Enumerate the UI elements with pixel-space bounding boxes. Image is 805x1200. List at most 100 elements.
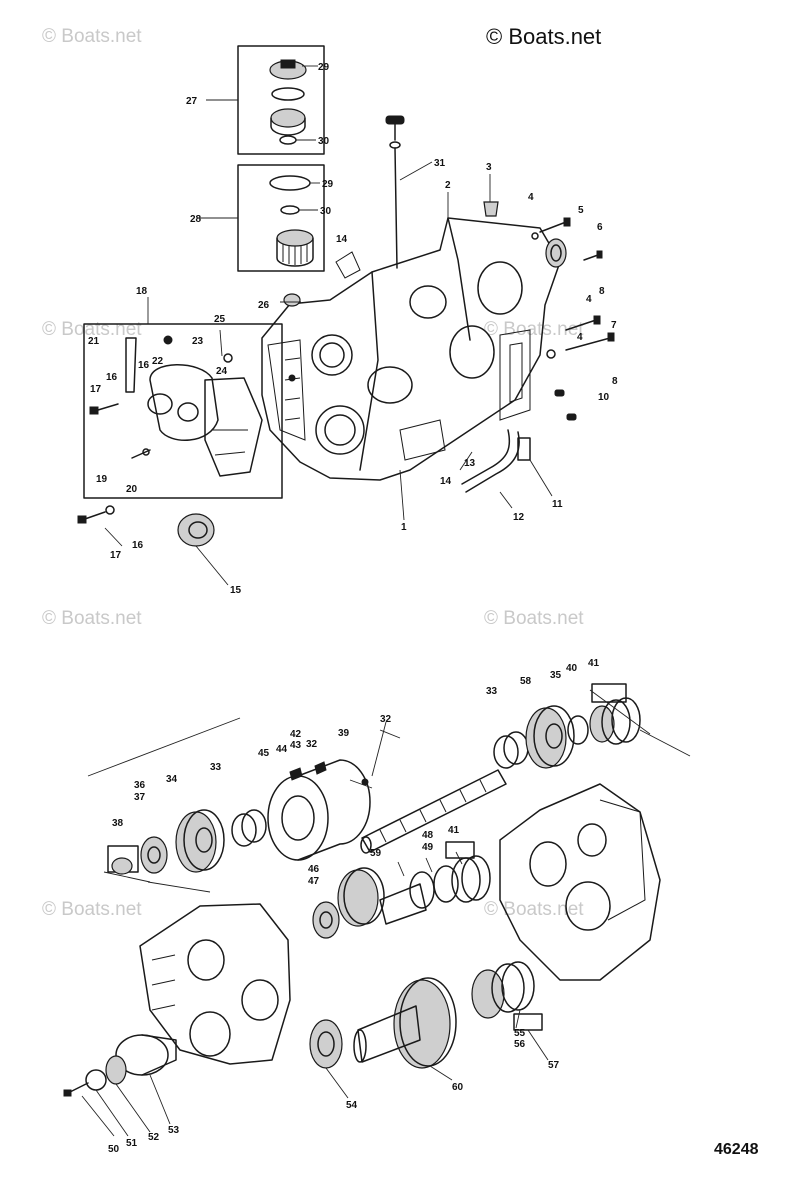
callout-label: 30 <box>318 136 330 147</box>
callout-label: 19 <box>96 474 108 485</box>
gasket-plate <box>335 251 361 279</box>
callout-label: 34 <box>166 774 178 785</box>
callout-label: 54 <box>346 1100 358 1111</box>
callout-label: 28 <box>190 214 202 225</box>
callout-label: 44 <box>276 744 288 755</box>
callout-label: 16 <box>138 360 150 371</box>
pump-assembly-inset <box>77 323 283 524</box>
callout-label: 48 <box>422 830 434 841</box>
callout-label: 11 <box>552 499 563 510</box>
input-shaft <box>360 769 507 854</box>
callout-label: 43 <box>290 740 302 751</box>
reverse-gear-set <box>493 683 641 769</box>
callout-label: 40 <box>566 663 578 674</box>
callout-label: 25 <box>214 314 226 325</box>
callout-label: 39 <box>338 728 350 739</box>
callout-label: 59 <box>370 848 382 859</box>
callout-label: 27 <box>186 96 198 107</box>
callout-label: 55 <box>514 1028 526 1039</box>
watermark: © Boats.net <box>484 608 584 629</box>
callout-label: 60 <box>452 1082 464 1093</box>
callout-label: 53 <box>168 1125 180 1136</box>
callout-label: 42 <box>290 729 302 740</box>
callout-label: 2 <box>445 180 451 191</box>
callout-label: 18 <box>136 286 148 297</box>
countershaft-gear-set <box>312 841 491 939</box>
watermark: © Boats.net <box>484 899 584 920</box>
output-gear-set <box>309 961 543 1069</box>
callout-label: 32 <box>306 739 318 750</box>
callout-label: 50 <box>108 1144 120 1155</box>
callout-label: 32 <box>380 714 392 725</box>
callout-label: 52 <box>148 1132 160 1143</box>
watermark: © Boats.net <box>42 608 142 629</box>
callout-label: 14 <box>336 234 348 245</box>
callout-label: 8 <box>599 286 605 297</box>
callout-label: 7 <box>611 320 617 331</box>
callout-label: 29 <box>318 62 330 73</box>
callout-label: 31 <box>434 158 446 169</box>
watermark: © Boats.net <box>484 319 584 340</box>
callout-label: 45 <box>258 748 270 759</box>
callout-label: 16 <box>132 540 144 551</box>
dipstick <box>385 115 405 269</box>
breather-plug <box>483 201 499 217</box>
callout-label: 20 <box>126 484 138 495</box>
filter-element-inset <box>237 164 325 272</box>
watermark: © Boats.net <box>42 26 142 47</box>
callout-label: 36 <box>134 780 146 791</box>
callout-label: 24 <box>216 366 228 377</box>
transmission-housing <box>261 217 561 481</box>
filter-cap-inset <box>237 45 325 155</box>
callout-label: 4 <box>528 192 534 203</box>
forward-gear-set <box>107 809 267 875</box>
callout-label: 49 <box>422 842 434 853</box>
plug <box>283 293 301 307</box>
callout-label: 38 <box>112 818 124 829</box>
callout-label: 10 <box>598 392 610 403</box>
callout-numbers: 1 2 3 4 4 4 5 6 7 8 8 10 11 12 13 14 14 … <box>88 62 618 1155</box>
callout-label: 51 <box>126 1138 138 1149</box>
callout-label: 5 <box>578 205 584 216</box>
callout-label: 8 <box>612 376 618 387</box>
callout-label: 56 <box>514 1039 526 1050</box>
callout-label: 47 <box>308 876 320 887</box>
callout-label: 33 <box>210 762 222 773</box>
callout-label: 33 <box>486 686 498 697</box>
copyright-label: © Boats.net <box>486 24 602 49</box>
callout-label: 35 <box>550 670 562 681</box>
callout-label: 16 <box>106 372 118 383</box>
callout-label: 58 <box>520 676 532 687</box>
callout-label: 30 <box>320 206 332 217</box>
callout-label: 3 <box>486 162 492 173</box>
output-flange <box>63 1034 177 1097</box>
upper-leader-lines <box>104 65 553 586</box>
callout-label: 4 <box>577 332 583 343</box>
callout-label: 37 <box>134 792 146 803</box>
callout-label: 15 <box>230 585 242 596</box>
housing-bolts <box>531 217 615 359</box>
callout-label: 17 <box>90 384 102 395</box>
callout-label: 26 <box>258 300 270 311</box>
rear-housing <box>499 783 661 981</box>
callout-label: 21 <box>88 336 100 347</box>
callout-label: 14 <box>440 476 452 487</box>
lower-leader-lines <box>81 689 691 1137</box>
callout-label: 17 <box>110 550 122 561</box>
callout-label: 29 <box>322 179 334 190</box>
oil-seal-front <box>177 513 215 547</box>
clutch-drum <box>267 759 371 861</box>
cooler-hose <box>461 429 531 493</box>
callout-label: 46 <box>308 864 320 875</box>
callout-label: 12 <box>513 512 525 523</box>
callout-label: 1 <box>401 522 407 533</box>
figure-number: 46248 <box>714 1141 759 1158</box>
watermarks: © Boats.net © Boats.net © Boats.net © Bo… <box>42 26 584 920</box>
callout-label: 4 <box>586 294 592 305</box>
oil-seal-rear <box>545 238 567 268</box>
callout-label: 41 <box>448 825 460 836</box>
callout-label: 23 <box>192 336 204 347</box>
hose-fittings <box>554 389 577 421</box>
callout-label: 6 <box>597 222 603 233</box>
